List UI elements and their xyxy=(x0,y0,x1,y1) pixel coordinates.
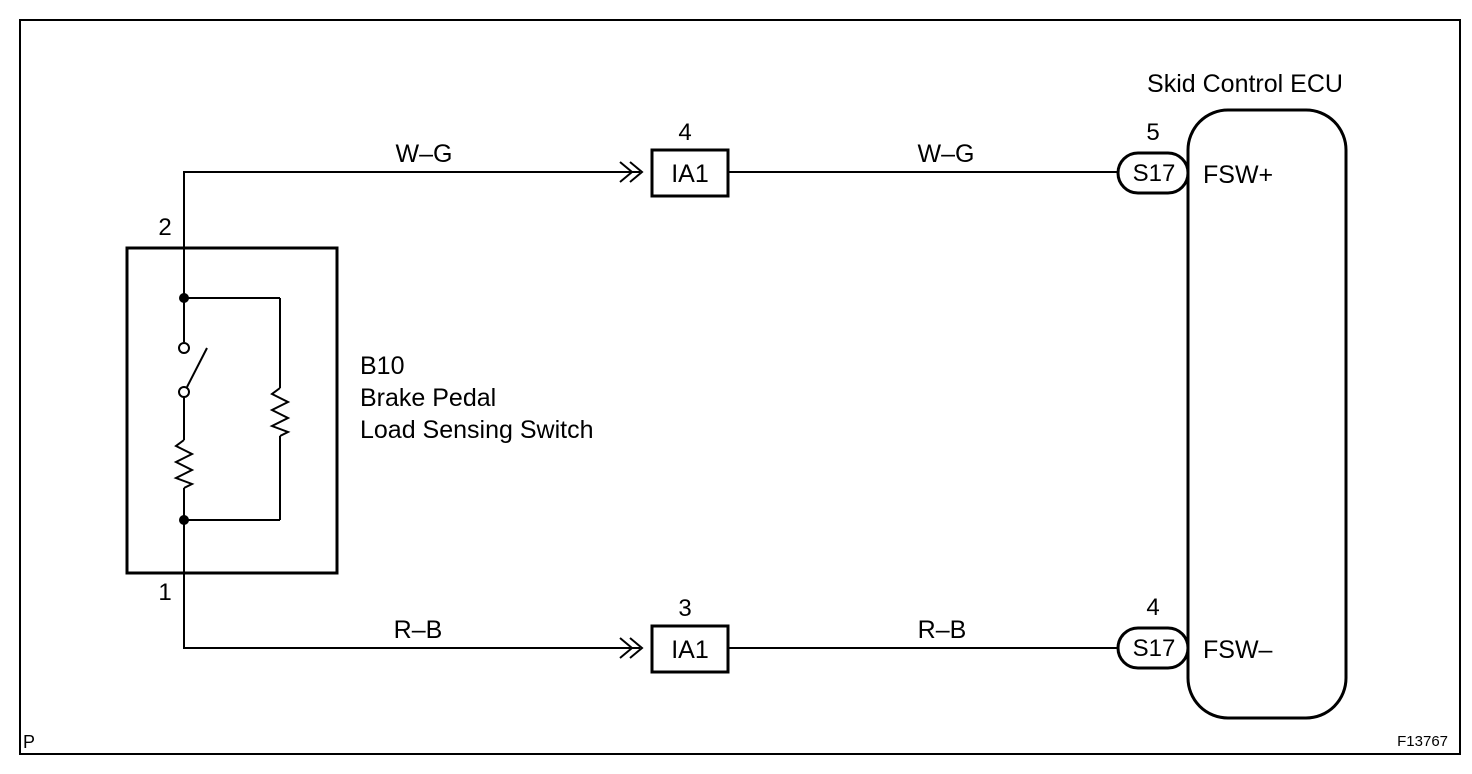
switch-internal-circuit xyxy=(173,293,291,525)
junction-bottom-label: IA1 xyxy=(671,636,709,664)
wire-bottom-left xyxy=(183,520,640,649)
diagram-frame xyxy=(19,19,1461,755)
wire-bottom-right-color: R–B xyxy=(918,616,967,644)
switch-name-line1: Brake Pedal xyxy=(360,384,496,412)
switch-blade xyxy=(186,347,208,388)
wire-top-right-color: W–G xyxy=(918,140,975,168)
arrow-bottom-inner xyxy=(629,637,644,659)
ecu-box xyxy=(1186,108,1348,720)
junction-dot-top xyxy=(179,293,189,303)
ecu-pin-bottom: 4 xyxy=(1146,594,1159,621)
switch-pin-bottom: 1 xyxy=(158,579,171,606)
wire-top-left-color: W–G xyxy=(396,140,453,168)
switch-name-line2: Load Sensing Switch xyxy=(360,416,593,444)
junction-top-label: IA1 xyxy=(671,160,709,188)
junction-bottom-pin: 3 xyxy=(678,595,691,622)
switch-contact-bottom xyxy=(178,386,190,398)
junction-dot-bottom xyxy=(179,515,189,525)
junction-top-pin: 4 xyxy=(678,119,691,146)
figure-id: F13767 xyxy=(1397,733,1448,750)
switch-pin-top: 2 xyxy=(158,214,171,241)
switch-component-box xyxy=(125,246,339,575)
wire-bottom-left-color: R–B xyxy=(394,616,443,644)
arrow-bottom-outer xyxy=(619,637,634,659)
ecu-signal-bottom: FSW– xyxy=(1203,636,1273,664)
corner-code: P xyxy=(23,732,35,752)
ecu-pin-top: 5 xyxy=(1146,119,1159,146)
arrow-top-outer xyxy=(619,161,634,183)
ecu-connector-top-label: S17 xyxy=(1133,160,1176,187)
ecu-connector-bottom-label: S17 xyxy=(1133,635,1176,662)
ecu-title: Skid Control ECU xyxy=(1147,70,1343,98)
switch-contact-top xyxy=(178,342,190,354)
arrow-top-inner xyxy=(629,161,644,183)
ecu-signal-top: FSW+ xyxy=(1203,161,1273,189)
wire-top-left xyxy=(183,171,640,300)
switch-code: B10 xyxy=(360,352,404,380)
